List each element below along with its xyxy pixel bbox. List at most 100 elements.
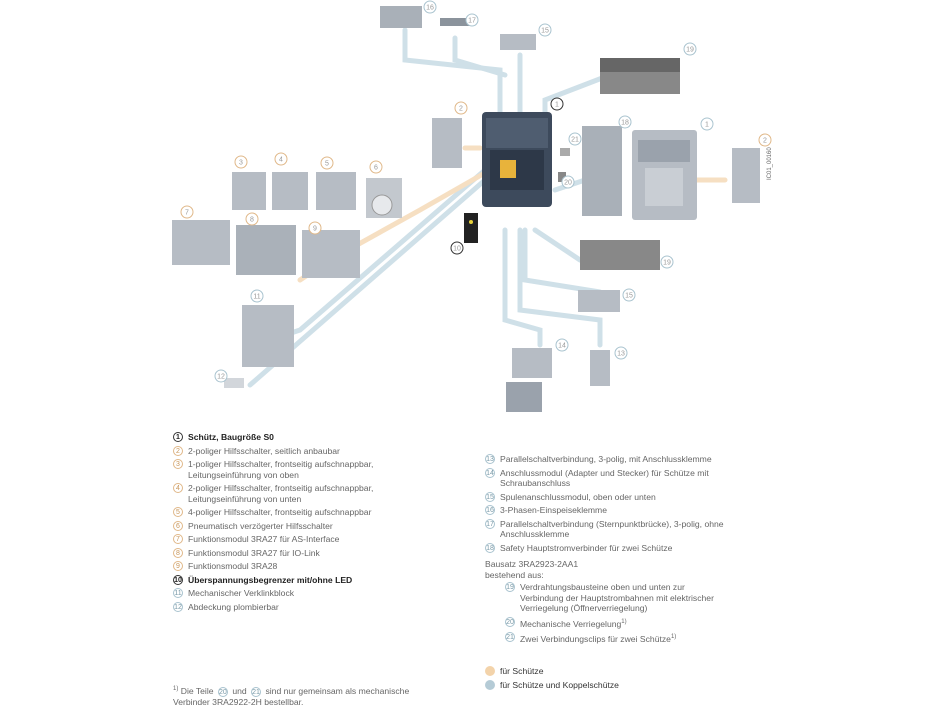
item-number: 11 bbox=[173, 588, 183, 598]
swatch-row-1: für Schütze und Koppelschütze bbox=[485, 679, 725, 691]
callout-label-1: 1 bbox=[555, 102, 559, 109]
callout-15 bbox=[622, 288, 636, 302]
callout-4 bbox=[274, 152, 288, 166]
callout-label-20: 20 bbox=[564, 180, 572, 187]
callout-17 bbox=[465, 13, 479, 27]
connector-19-bot bbox=[532, 227, 583, 263]
item-text: Funktionsmodul 3RA27 für AS-Interface bbox=[188, 534, 340, 544]
callout-13 bbox=[614, 346, 628, 360]
callout-label-1: 1 bbox=[705, 122, 709, 129]
callout-16 bbox=[423, 0, 437, 14]
latch-block bbox=[242, 305, 294, 367]
callout-15 bbox=[538, 23, 552, 37]
callout-12 bbox=[214, 369, 228, 383]
item-number: 17 bbox=[485, 518, 495, 529]
legend-left-item-11: 11 Mechanischer Verklinkblock bbox=[173, 588, 408, 599]
legend-left-item-1: 1 Schütz, Baugröße S0 bbox=[173, 432, 408, 443]
function-module-8 bbox=[236, 225, 296, 275]
footnote: 1) Die Teile 20 und 21 sind nur gemeinsa… bbox=[173, 685, 410, 707]
item-number: 19 bbox=[505, 582, 515, 592]
coil-module-top bbox=[500, 34, 536, 50]
item-number: 3 bbox=[173, 459, 183, 469]
item-text: Abdeckung plombierbar bbox=[188, 601, 279, 612]
item-number: 18 bbox=[485, 542, 495, 553]
connector-15-bot bbox=[522, 227, 603, 295]
item-number: 15 bbox=[485, 491, 495, 502]
legend-left-item-12: 12 Abdeckung plombierbar bbox=[173, 601, 408, 613]
callout-label-11: 11 bbox=[253, 294, 260, 301]
color-swatch bbox=[485, 666, 495, 677]
item-text: Pneumatisch verzögerter Hilfsschalter bbox=[188, 520, 333, 531]
callout-2 bbox=[454, 101, 468, 115]
wiring-block-bottom bbox=[580, 240, 660, 270]
item-text: Schütz, Baugröße S0 bbox=[188, 432, 274, 442]
callout-11 bbox=[250, 289, 264, 303]
callout-label-12: 12 bbox=[217, 374, 225, 381]
callout-21 bbox=[568, 132, 582, 146]
callout-label-8: 8 bbox=[250, 217, 254, 224]
item-text: Mechanischer Verklinkblock bbox=[188, 588, 295, 598]
item-number: 14 bbox=[485, 467, 495, 478]
callout-label-14: 14 bbox=[558, 343, 566, 350]
callout-5 bbox=[320, 156, 334, 170]
callout-18 bbox=[618, 115, 632, 129]
item-text: 2-poliger Hilfsschalter, frontseitig auf… bbox=[188, 483, 374, 504]
callout-label-15: 15 bbox=[541, 28, 549, 35]
callout-10 bbox=[450, 241, 464, 255]
item-text: Parallelschaltverbindung (Sternpunktbrüc… bbox=[500, 518, 724, 540]
connector-17 bbox=[452, 35, 508, 78]
callout-8 bbox=[245, 212, 259, 226]
callout-1 bbox=[550, 97, 564, 111]
swatch-row-0: für Schütze bbox=[485, 666, 725, 677]
item-number: 5 bbox=[173, 507, 183, 517]
drawing-code: IC01_00160 bbox=[767, 147, 773, 180]
callout-1 bbox=[700, 117, 714, 131]
callout-14 bbox=[555, 338, 569, 352]
callout-label-6: 6 bbox=[374, 165, 378, 172]
callout-19 bbox=[660, 255, 674, 269]
aux-switch-2-right bbox=[732, 148, 760, 203]
callout-label-21: 21 bbox=[571, 137, 579, 144]
item-text: 4-poliger Hilfsschalter, frontseitig auf… bbox=[188, 507, 372, 517]
safety-connector bbox=[582, 126, 622, 216]
connection-module bbox=[512, 348, 552, 378]
callout-label-19: 19 bbox=[686, 47, 694, 54]
item-text: Anschlussmodul (Adapter und Stecker) für… bbox=[500, 467, 709, 489]
legend-right-item-14: 14 Anschlussmodul (Adapter und Stecker) f… bbox=[485, 467, 725, 489]
aux-switch-5 bbox=[316, 172, 356, 210]
item-text: Überspannungsbegrenzer mit/ohne LED bbox=[188, 574, 353, 585]
item-text: 2-poliger Hilfsschalter, seitlich anbaub… bbox=[188, 445, 340, 456]
item-number: 8 bbox=[173, 547, 183, 558]
callout-9 bbox=[308, 221, 322, 235]
callout-label-2: 2 bbox=[763, 138, 767, 145]
callout-label-17: 17 bbox=[468, 18, 476, 25]
callout-19 bbox=[683, 42, 697, 56]
legend-left-item-7: 7 Funktionsmodul 3RA27 für AS-Interface bbox=[173, 534, 408, 545]
item-number: 7 bbox=[173, 534, 183, 544]
item-number: 1 bbox=[173, 432, 183, 442]
star-point-bridge bbox=[440, 18, 470, 26]
item-number: 12 bbox=[173, 601, 183, 612]
callout-label-5: 5 bbox=[325, 161, 329, 168]
coil-module-bottom bbox=[578, 290, 620, 312]
contactor-s0 bbox=[482, 112, 552, 207]
callout-7 bbox=[180, 205, 194, 219]
aux-switch-4 bbox=[272, 172, 308, 210]
item-text: Funktionsmodul 3RA28 bbox=[188, 561, 278, 571]
callout-label-13: 13 bbox=[617, 351, 625, 358]
legend-left-item-5: 5 4-poliger Hilfsschalter, frontseitig au… bbox=[173, 507, 408, 518]
connecting-clips bbox=[560, 148, 570, 156]
connector-14 bbox=[502, 227, 543, 348]
item-number: 10 bbox=[173, 574, 183, 585]
aux-switch-2-left bbox=[432, 118, 462, 168]
callout-label-2: 2 bbox=[459, 106, 463, 113]
swatch-label: für Schütze und Koppelschütze bbox=[500, 679, 619, 690]
